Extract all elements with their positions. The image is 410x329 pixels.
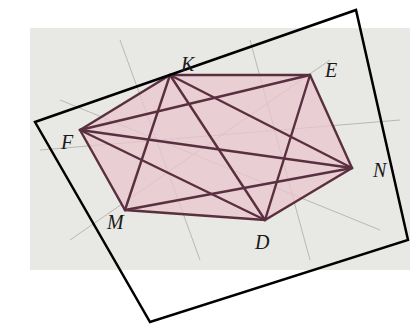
point-label: F: [60, 132, 74, 152]
shaded-hexagon: [80, 75, 352, 220]
point-label: E: [324, 60, 338, 80]
rotated-frame: [35, 10, 408, 322]
hexagon-edges: [80, 75, 352, 220]
point-label: D: [254, 232, 270, 252]
point-label: N: [372, 160, 387, 180]
point-label: M: [106, 212, 125, 232]
point-label: K: [180, 54, 195, 74]
photo-ground: [30, 28, 410, 270]
